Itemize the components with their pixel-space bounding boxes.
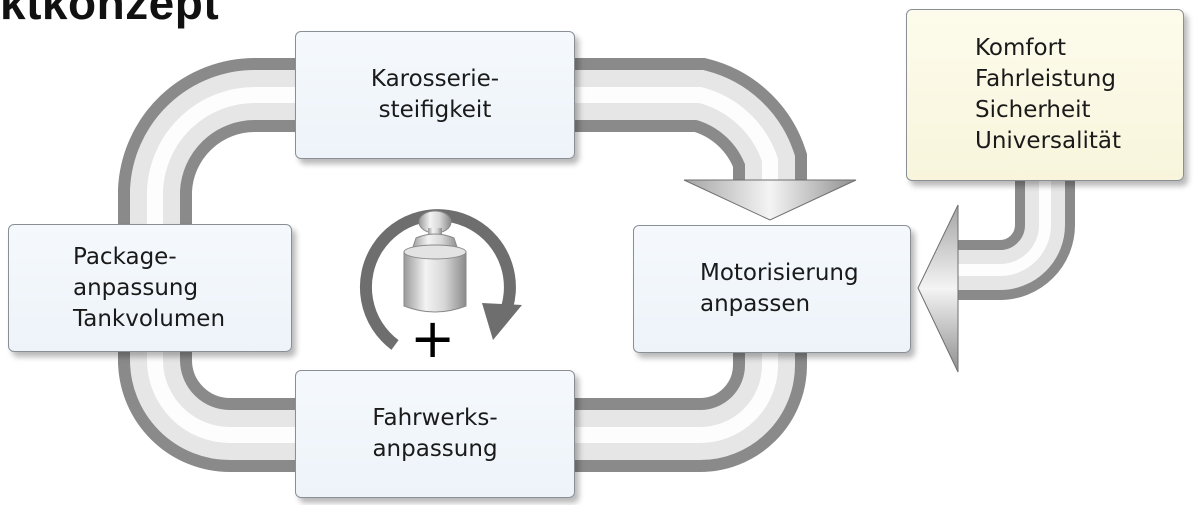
- box-line: anpassung: [372, 436, 498, 462]
- weight-icon: [403, 210, 467, 313]
- box-line: Fahrwerks-: [372, 405, 498, 431]
- box-package-anpassung: Package- anpassung Tankvolumen: [8, 224, 292, 352]
- box-line: Fahrleistung: [975, 66, 1116, 92]
- box-line: Karosserie-: [370, 66, 500, 92]
- box-goals: Komfort Fahrleistung Sicherheit Universa…: [906, 9, 1184, 181]
- box-line: Universalität: [975, 128, 1122, 154]
- box-line: Package-: [73, 243, 177, 270]
- box-line: Sicherheit: [975, 97, 1091, 123]
- box-line: Komfort: [975, 35, 1067, 61]
- goals-pipe: [955, 175, 1075, 300]
- loop-pipe: [118, 57, 807, 472]
- arrow-down-icon: [683, 179, 857, 221]
- box-line: anpassung: [73, 274, 199, 301]
- box-motorisierung: Motorisierung anpassen: [633, 225, 911, 353]
- page-title: ktkonzept: [0, 0, 220, 29]
- box-line: steifigkeit: [378, 97, 492, 123]
- plus-symbol: +: [410, 307, 456, 370]
- box-karosseriesteifigkeit: Karosserie- steifigkeit: [295, 31, 575, 159]
- box-line: Motorisierung: [700, 260, 859, 286]
- box-line: Tankvolumen: [73, 305, 226, 332]
- box-line: anpassen: [700, 291, 811, 317]
- arrow-left-icon: [917, 204, 959, 373]
- box-fahrwerksanpassung: Fahrwerks- anpassung: [295, 370, 575, 498]
